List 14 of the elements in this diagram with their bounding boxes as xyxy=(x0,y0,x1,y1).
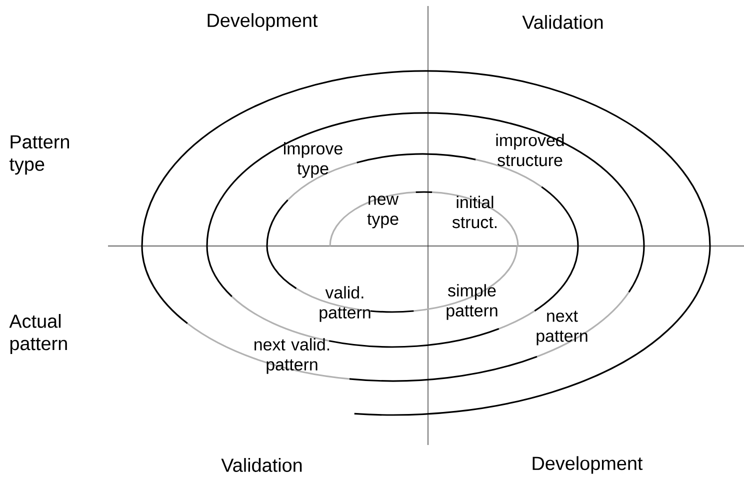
phase-label: next valid. pattern xyxy=(254,338,330,374)
phase-label: initial struct. xyxy=(452,196,497,228)
quadrant-label: Development xyxy=(532,456,643,474)
phase-label: new type xyxy=(367,196,399,228)
phase-label: valid. pattern xyxy=(320,286,370,322)
quadrant-label: Validation xyxy=(522,15,603,29)
phase-label: next pattern xyxy=(536,310,588,346)
phase-label: improved structure xyxy=(496,134,564,166)
axis-label: Pattern type xyxy=(10,135,69,175)
quadrant-label: Validation xyxy=(221,458,302,472)
phase-label: simple pattern xyxy=(446,284,498,320)
phase-label: improve type xyxy=(284,142,342,178)
quadrant-label: Development xyxy=(208,13,318,31)
axis-label: Actual pattern xyxy=(9,314,67,354)
